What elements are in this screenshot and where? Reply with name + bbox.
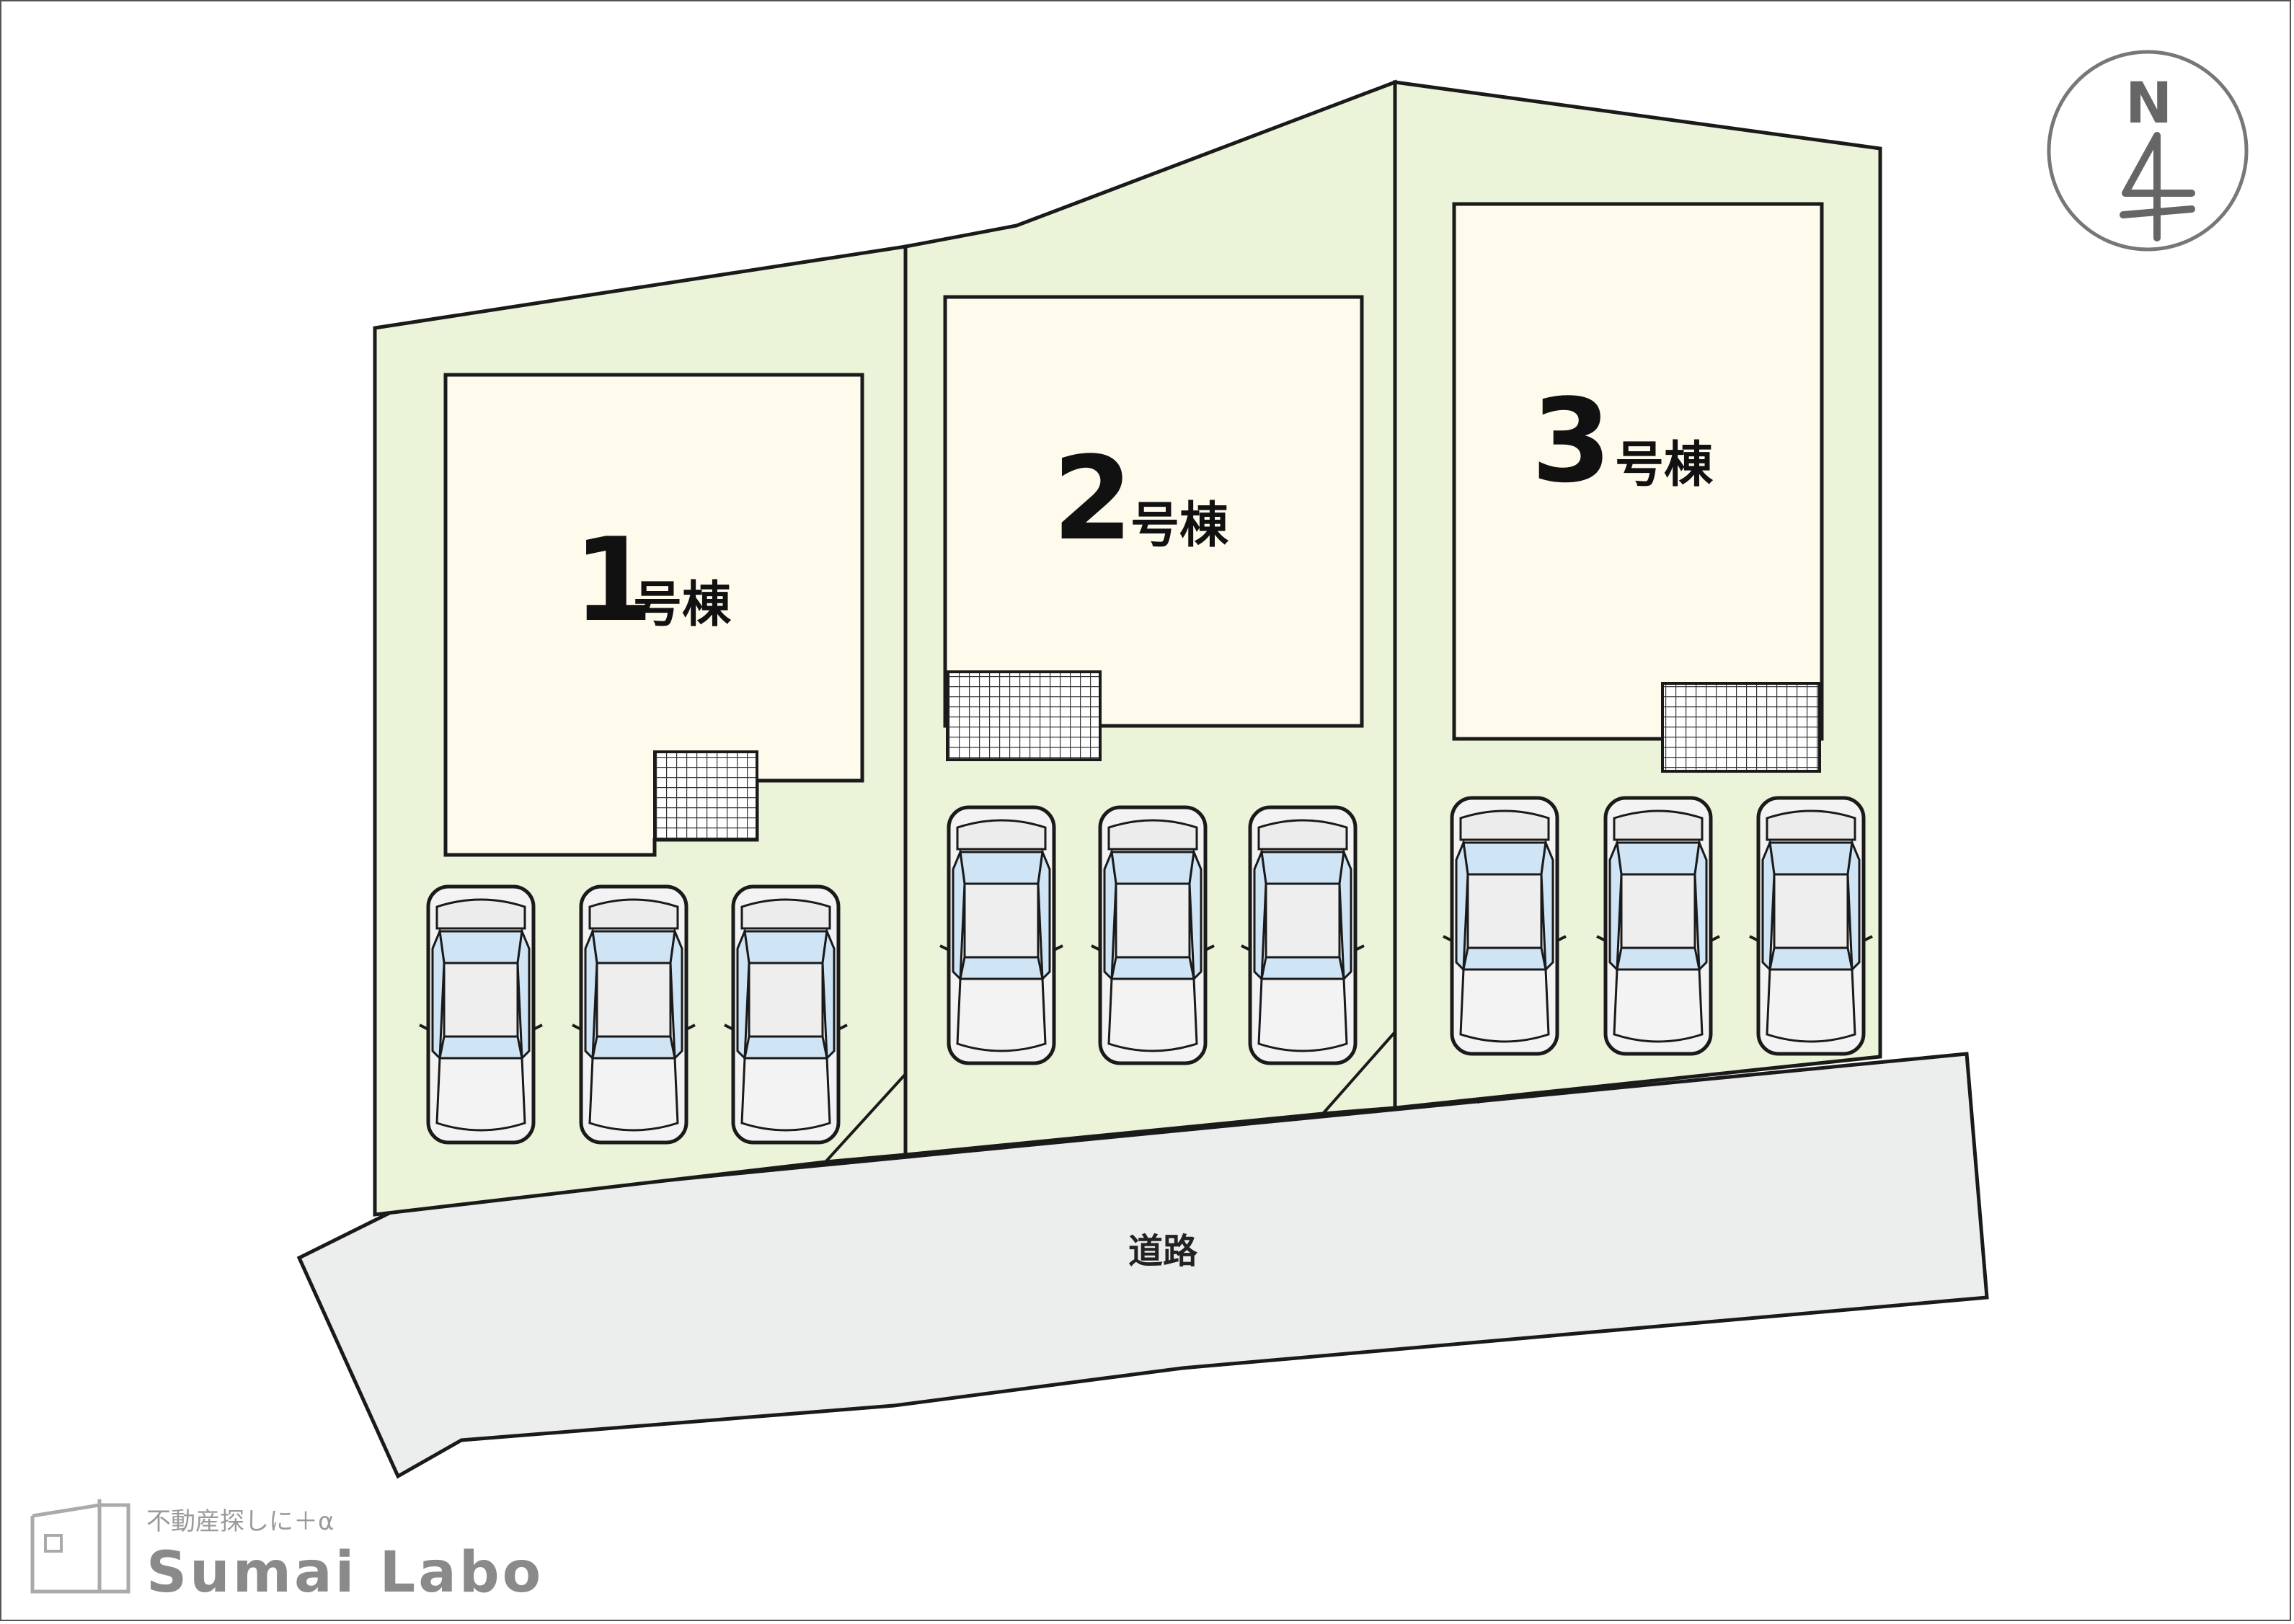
lot-2-porch-grid [946,670,1102,761]
lot-2-number: 2 [1053,431,1133,566]
lot-3: 3 号棟 [1393,80,1882,1110]
road-label: 道路 [1128,1231,1198,1272]
lot-1: 1 号棟 [373,244,989,1217]
lot-3-number: 3 [1531,373,1611,508]
lot-3-car-2 [1597,798,1719,1054]
brand-name: Sumai Labo [146,1540,544,1605]
compass-arrow-icon [2120,132,2195,241]
lot-1-porch-grid [653,750,758,841]
lot-2-house [943,295,1364,728]
brand-tagline: 不動産探しに＋α [146,1507,334,1536]
lot-1-car-2 [572,887,695,1142]
house-logo-icon [30,1499,130,1594]
lot-3-house [1452,202,1824,741]
lot-1-car-1 [420,887,542,1142]
lot-3-car-3 [1750,798,1872,1054]
lot-2-car-3 [1241,807,1364,1063]
lot-2-car-1 [940,807,1063,1063]
lot-3-suffix: 号棟 [1615,437,1714,494]
lot-2-suffix: 号棟 [1130,497,1229,554]
house-logo-window-icon [44,1534,63,1553]
lot-1-suffix: 号棟 [633,577,732,634]
lot-3-car-1 [1443,798,1566,1054]
lot-1-car-3 [725,887,847,1142]
compass-n-label: N [2125,71,2172,136]
north-compass: N [2047,50,2249,252]
brand-logo: 不動産探しに＋α Sumai Labo [30,1499,544,1605]
lot-3-porch-grid [1661,682,1821,773]
lot-2-car-2 [1091,807,1214,1063]
lot-2: 2 号棟 [903,79,1481,1157]
lot-1-number: 1 [573,513,653,647]
road [296,1052,1989,1479]
